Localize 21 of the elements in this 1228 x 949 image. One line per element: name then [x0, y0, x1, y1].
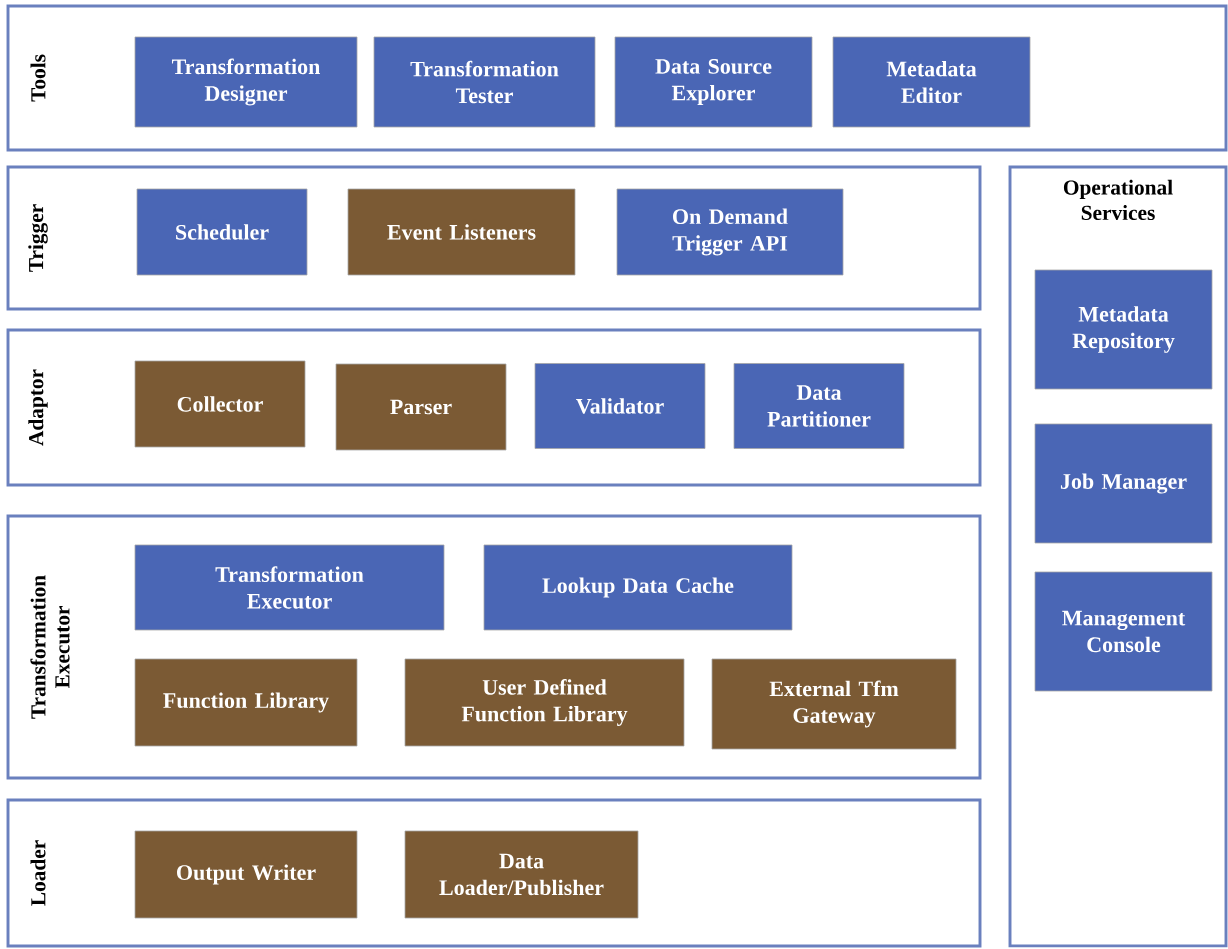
component-box: Transformation Executor: [134, 544, 445, 631]
component-box: Lookup Data Cache: [483, 544, 793, 631]
component-box: External Tfm Gateway: [711, 658, 957, 750]
component-box: Metadata Editor: [832, 36, 1031, 128]
component-box: Parser: [335, 363, 507, 451]
component-box: Metadata Repository: [1034, 269, 1213, 390]
component-box: Management Console: [1034, 571, 1213, 692]
component-box: Output Writer: [134, 830, 358, 919]
component-box: Data Partitioner: [733, 363, 905, 449]
component-box: Transformation Tester: [373, 36, 596, 128]
component-box: Function Library: [134, 658, 358, 747]
component-box: Event Listeners: [347, 188, 576, 276]
component-box: User Defined Function Library: [404, 658, 685, 747]
component-box: Scheduler: [136, 188, 308, 276]
component-box: Data Loader/Publisher: [404, 830, 639, 919]
component-box: Transformation Designer: [134, 36, 358, 128]
component-box: Validator: [534, 363, 706, 449]
component-box: Job Manager: [1034, 423, 1213, 544]
component-box: Collector: [134, 360, 306, 448]
component-box: On Demand Trigger API: [616, 188, 844, 276]
component-box: Data Source Explorer: [614, 36, 813, 128]
